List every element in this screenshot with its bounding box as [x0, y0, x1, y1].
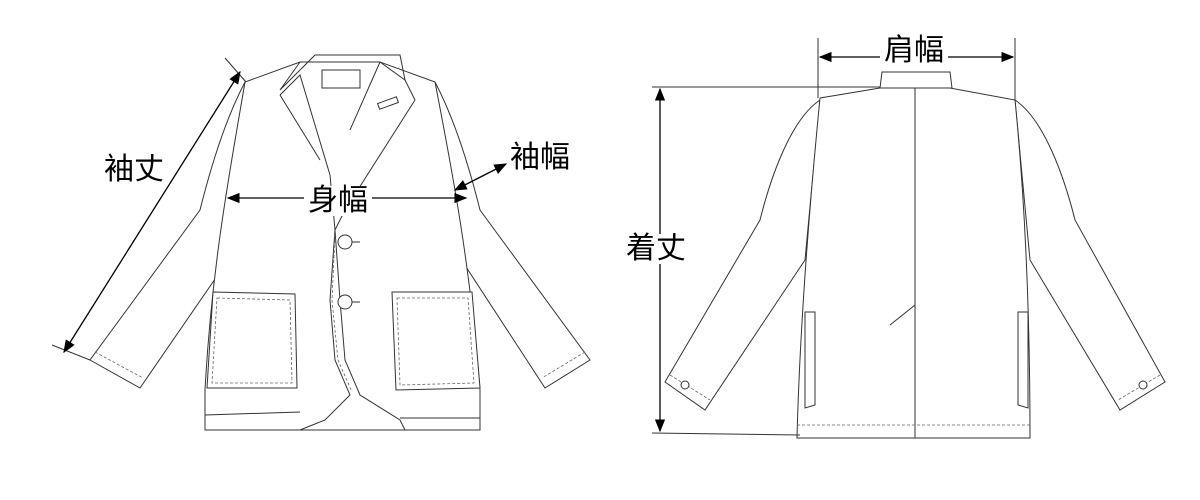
sleeve-width-arrow	[453, 163, 508, 191]
front-jacket	[89, 54, 591, 431]
back-right-sleeve	[1014, 99, 1166, 411]
front-button-1	[337, 234, 353, 250]
front-left-pocket	[206, 291, 298, 389]
sleeve-length-arrow	[63, 70, 241, 354]
front-button-2	[337, 294, 353, 310]
shoulder-width-label: 肩幅	[880, 36, 948, 66]
sleeve-length-label: 袖丈	[100, 155, 168, 185]
sleeve-width-label: 袖幅	[510, 140, 570, 175]
back-jacket	[664, 71, 1166, 439]
body-width-label: 身幅	[304, 186, 372, 216]
total-length-label: 着丈	[622, 234, 690, 264]
back-collar	[879, 71, 953, 89]
back-body	[796, 87, 1031, 439]
right-lapel	[334, 61, 416, 231]
front-right-pocket	[391, 291, 481, 391]
